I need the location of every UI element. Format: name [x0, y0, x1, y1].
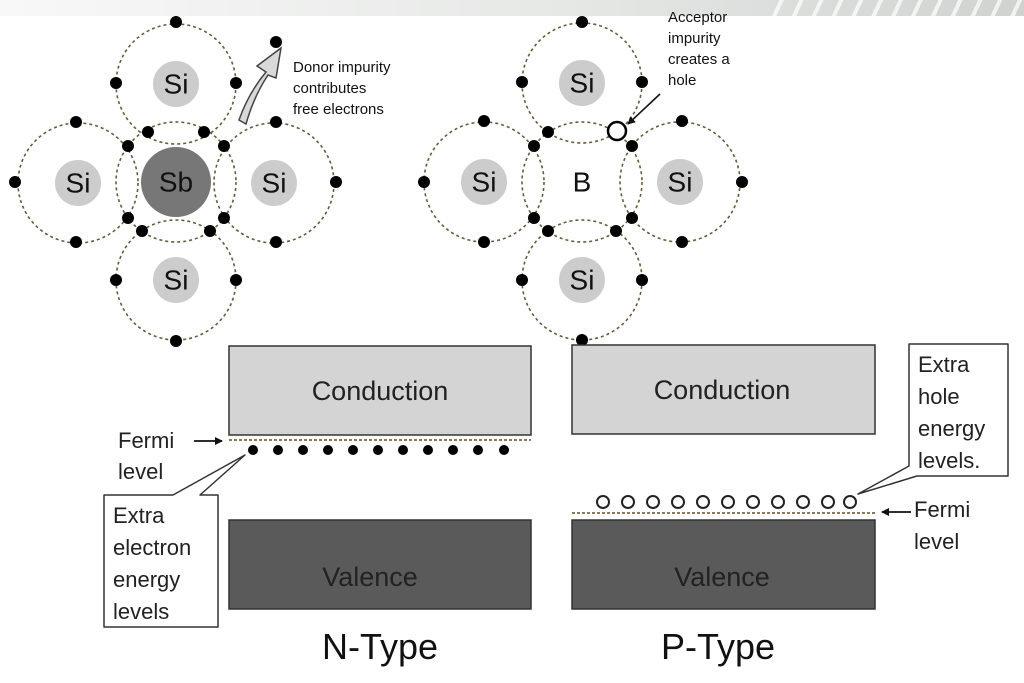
silicon-atom-label: Si — [164, 265, 189, 296]
silicon-atom-label: Si — [164, 69, 189, 100]
donor-electron-arrow — [238, 46, 283, 126]
silicon-atom-left — [459, 157, 509, 207]
antimony-atom-label: Sb — [159, 167, 193, 198]
valence-band-label: Valence — [322, 562, 418, 592]
donor-energy-levels — [248, 445, 509, 455]
silicon-atom-right — [655, 157, 705, 207]
boron-atom — [554, 154, 610, 210]
fermi-level-label: Fermi level — [118, 428, 180, 484]
antimony-atom — [141, 147, 211, 217]
silicon-atom-label: Si — [472, 167, 497, 198]
silicon-atom-top — [557, 58, 607, 108]
conduction-band — [571, 344, 876, 435]
valence-band — [228, 519, 532, 610]
p-valence-electrons — [418, 16, 748, 346]
silicon-atom-top — [151, 59, 201, 109]
free-electron — [270, 36, 282, 48]
silicon-atom-label: Si — [668, 167, 693, 198]
extra-electron-label: Extra electron energy levels — [113, 503, 197, 624]
silicon-atom-label: Si — [262, 168, 287, 199]
silicon-atom-label: Si — [570, 68, 595, 99]
acceptor-energy-levels — [596, 495, 857, 509]
acceptor-arrow — [627, 93, 661, 125]
top-bar-stripes — [764, 0, 1024, 16]
silicon-atom-bottom — [151, 255, 201, 305]
p-type-lattice: Si Si Si Si B Acceptor impurity creates … — [418, 9, 748, 346]
p-type-label: P-Type — [661, 626, 775, 667]
fermi-level-label: Fermi level — [914, 497, 976, 554]
donor-annotation: Donor impurity contributes free electron… — [293, 59, 395, 118]
silicon-atom-label: Si — [66, 168, 91, 199]
silicon-atom-label: Si — [570, 265, 595, 296]
acceptor-annotation: Acceptor impurity creates a hole — [668, 9, 734, 89]
extra-electron-callout — [103, 454, 246, 628]
silicon-atom-left — [53, 158, 103, 208]
n-valence-electrons — [9, 16, 342, 347]
silicon-atom-right — [249, 158, 299, 208]
extra-hole-callout — [857, 343, 1009, 495]
hole — [606, 120, 628, 142]
n-type-lattice: Si Si Si Si Sb Donor impurity contribute… — [9, 16, 395, 347]
boron-atom-label: B — [573, 167, 592, 198]
valence-band — [571, 519, 876, 610]
slide-top-bar — [0, 0, 1024, 16]
conduction-band-label: Conduction — [312, 376, 449, 406]
extra-hole-label: Extra hole energy levels. — [918, 352, 991, 473]
conduction-band — [228, 345, 532, 436]
valence-band-label: Valence — [674, 562, 770, 592]
silicon-atom-bottom — [557, 255, 607, 305]
p-type-band-diagram: Conduction Valence Fermi level Extra hol… — [571, 343, 1009, 667]
n-type-band-diagram: Conduction Valence Fermi level Extra ele… — [103, 345, 532, 667]
conduction-band-label: Conduction — [654, 375, 791, 405]
n-type-label: N-Type — [322, 626, 438, 667]
